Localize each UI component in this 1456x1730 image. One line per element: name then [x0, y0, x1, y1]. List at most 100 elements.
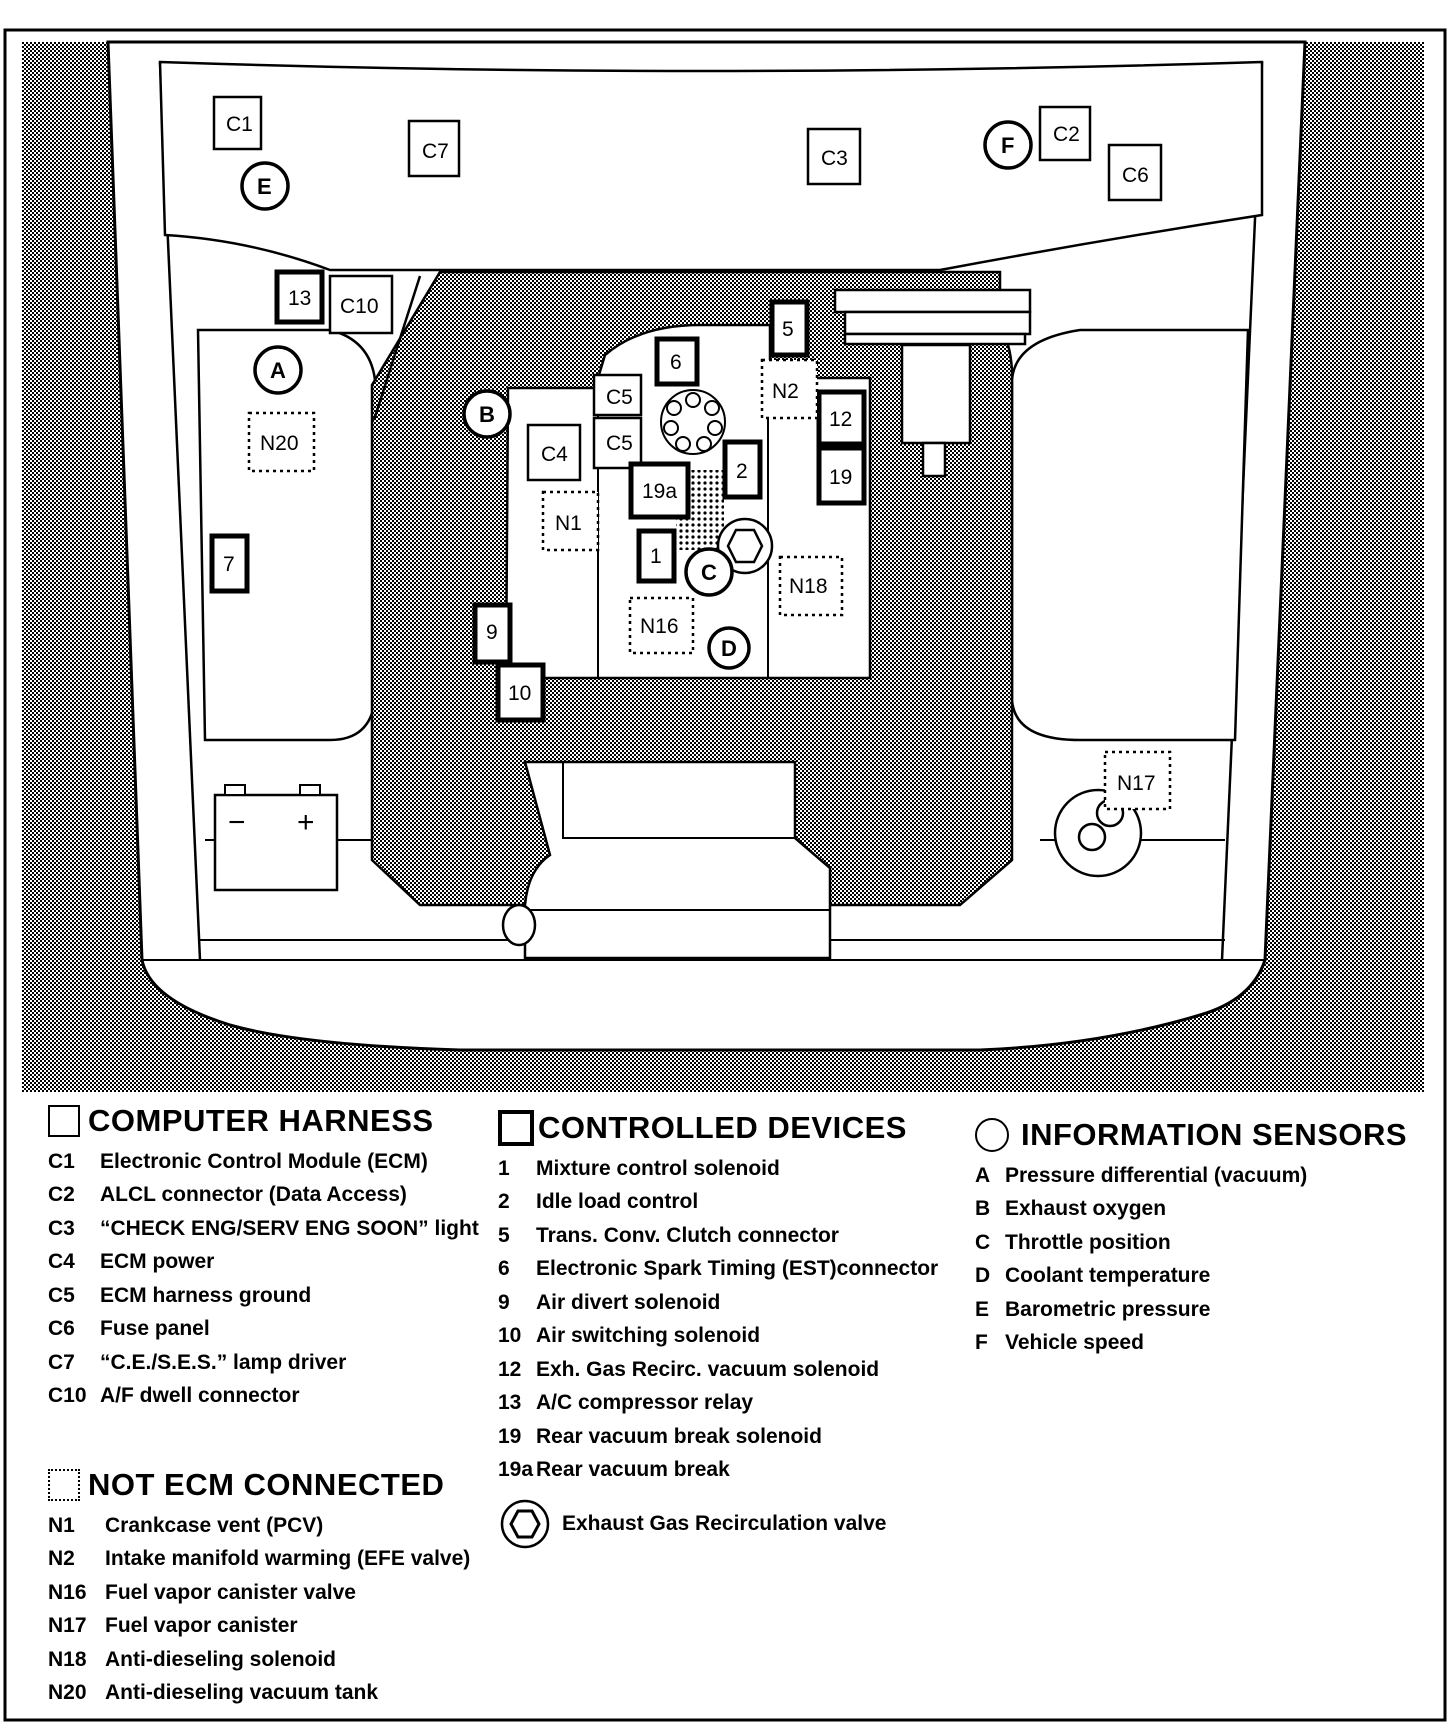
right-wheel-well	[1010, 328, 1250, 742]
legend-item-code: C6	[48, 1317, 75, 1341]
information-sensor-circles	[240, 120, 1033, 670]
legend-item-code: N2	[48, 1547, 75, 1571]
box-C1	[212, 95, 263, 151]
bold-square-icon	[498, 1110, 534, 1146]
legend-item-label: Air divert solenoid	[536, 1290, 721, 1314]
legend-item-label: Barometric pressure	[1005, 1297, 1211, 1321]
label-10: 10	[508, 682, 531, 705]
legend-item-label: ECM harness ground	[100, 1283, 312, 1307]
legend-not-ecm-title: NOT ECM CONNECTED	[88, 1467, 445, 1502]
label-C2: C2	[1053, 123, 1080, 146]
legend-item-code: E	[975, 1297, 990, 1321]
legend-item: C3“CHECK ENG/SERV ENG SOON” light	[48, 1212, 498, 1246]
label-C4: C4	[541, 443, 568, 466]
legend-item-code: C1	[48, 1149, 75, 1173]
label-C7: C7	[422, 140, 449, 163]
distributor	[660, 389, 726, 455]
battery-minus-label: −	[228, 806, 246, 839]
legend-item-label: Electronic Control Module (ECM)	[100, 1149, 428, 1173]
label-19a: 19a	[642, 480, 677, 503]
label-2: 2	[736, 460, 748, 483]
box-C10	[328, 274, 394, 335]
box-19a	[628, 461, 691, 520]
box-1	[636, 528, 677, 584]
fuel-vapor-canister	[1053, 788, 1143, 878]
legend-item-code: N20	[48, 1681, 87, 1705]
box-N1	[541, 490, 600, 552]
box-10	[495, 662, 546, 723]
circle-D	[707, 626, 751, 670]
legend-item-label: Vehicle speed	[1005, 1331, 1144, 1355]
legend-item: 9 Air divert solenoid	[498, 1286, 968, 1320]
legend-item-label: Fuse panel	[100, 1317, 210, 1341]
legend-item-label: Anti-dieseling vacuum tank	[105, 1681, 379, 1705]
battery: − +	[213, 784, 339, 892]
component-labels: C1 C7 C3 C2 C6 C10 C5 C5 C4 13 5 6 12 19…	[223, 113, 1156, 795]
legend-item-label: Throttle position	[1005, 1230, 1171, 1254]
legend-item-label: “C.E./S.E.S.” lamp driver	[100, 1350, 347, 1374]
label-D: D	[721, 636, 737, 661]
label-E: E	[257, 174, 272, 199]
legend-item-code: C5	[48, 1283, 75, 1307]
legend-item-code: C10	[48, 1384, 87, 1408]
legend-item-label: A/F dwell connector	[100, 1384, 300, 1408]
legend-item-code: C2	[48, 1183, 75, 1207]
box-7	[209, 533, 250, 594]
battery-plus-label: +	[297, 806, 315, 839]
box-19	[816, 445, 867, 506]
label-N17: N17	[1117, 772, 1156, 795]
label-12: 12	[829, 408, 852, 431]
legend-item-code: F	[975, 1331, 988, 1355]
label-N18: N18	[789, 575, 828, 598]
legend-item-label: Trans. Conv. Clutch connector	[536, 1223, 839, 1247]
legend-item-code: 9	[498, 1290, 510, 1314]
legend-item: C1 Electronic Control Module (ECM)	[48, 1145, 498, 1179]
legend-item-code: 1	[498, 1156, 510, 1180]
legend-item: C6 Fuse panel	[48, 1313, 498, 1347]
legend-item: E Barometric pressure	[975, 1293, 1445, 1327]
box-6	[654, 336, 700, 387]
legend-item-label: Mixture control solenoid	[536, 1156, 780, 1180]
circle-icon	[975, 1118, 1009, 1152]
legend-item-code: 12	[498, 1357, 522, 1381]
label-13: 13	[288, 287, 311, 310]
legend-item-code: B	[975, 1197, 991, 1221]
box-13	[274, 269, 325, 325]
legend-item-label: Idle load control	[536, 1190, 699, 1214]
dotted-square-icon	[48, 1469, 80, 1501]
legend-item-code: C	[975, 1230, 991, 1254]
legend-item-label: Exh. Gas Recirc. vacuum solenoid	[536, 1357, 880, 1381]
box-C3	[806, 127, 862, 186]
cowl-panel	[158, 60, 1264, 272]
circle-F	[983, 120, 1033, 170]
legend-item: C7 “C.E./S.E.S.” lamp driver	[48, 1346, 498, 1380]
legend-not-ecm-heading: NOT ECM CONNECTED	[48, 1467, 498, 1503]
box-2	[722, 439, 763, 500]
label-7: 7	[223, 553, 235, 576]
legend-item-code: 13	[498, 1391, 522, 1415]
box-9	[472, 602, 513, 665]
box-12	[816, 389, 867, 447]
label-N2: N2	[772, 380, 799, 403]
box-C5a	[592, 373, 643, 417]
legend-item: F Vehicle speed	[975, 1327, 1445, 1361]
legend-information-sensors-heading: INFORMATION SENSORS	[975, 1117, 1445, 1153]
circle-C	[684, 547, 734, 597]
legend-item-code: C7	[48, 1350, 75, 1374]
legend-item-label: Electronic Spark Timing (EST)connector	[536, 1257, 939, 1281]
legend-item: 1 Mixture control solenoid	[498, 1152, 968, 1186]
label-C: C	[701, 560, 717, 585]
